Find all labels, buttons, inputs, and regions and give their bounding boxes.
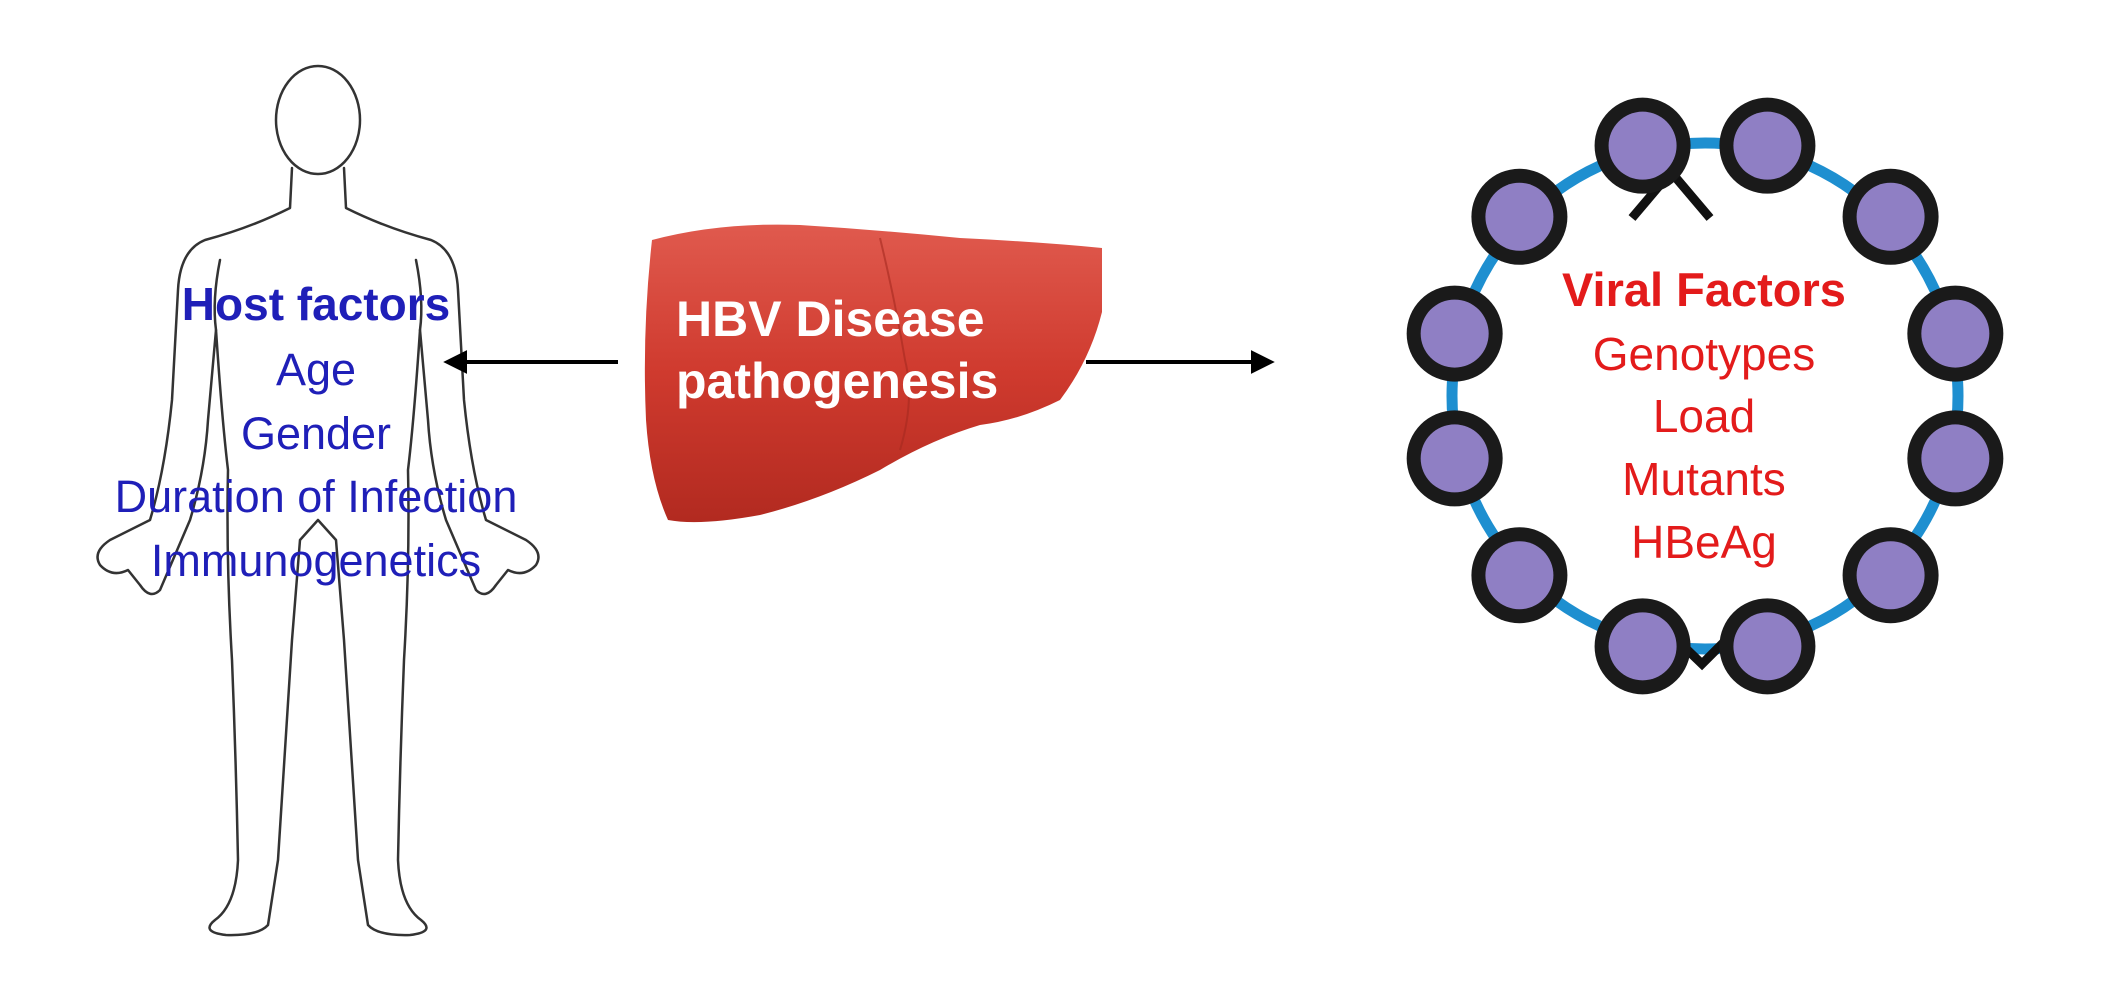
host-factor-item: Age bbox=[276, 344, 356, 395]
host-factor-item: Immunogenetics bbox=[151, 535, 481, 586]
center-label-line2: pathogenesis bbox=[676, 353, 998, 409]
virus-knob-inner bbox=[1485, 182, 1554, 251]
viral-factor-item: Load bbox=[1653, 390, 1755, 442]
liver-icon bbox=[644, 224, 1102, 523]
virus-knob-inner bbox=[1485, 541, 1554, 610]
virus-knob-inner bbox=[1921, 424, 1990, 493]
virus-knob-group bbox=[1406, 97, 2004, 695]
human-body-outline-icon bbox=[96, 64, 540, 937]
host-factor-item: Duration of Infection bbox=[115, 471, 518, 522]
virus-knob-inner bbox=[1733, 111, 1802, 180]
center-label-line1: HBV Disease bbox=[676, 291, 985, 347]
virus-knob-inner bbox=[1420, 424, 1489, 493]
virus-knob-inner bbox=[1608, 111, 1677, 180]
viral-factors-title: Viral Factors bbox=[1562, 263, 1846, 316]
host-factors-title: Host factors bbox=[182, 278, 450, 330]
virus-knob-inner bbox=[1733, 612, 1802, 681]
viral-factor-item: Mutants bbox=[1622, 453, 1786, 505]
virus-knob-inner bbox=[1856, 541, 1925, 610]
virus-knob-inner bbox=[1921, 299, 1990, 368]
virus-knob-inner bbox=[1608, 612, 1677, 681]
virus-knob-inner bbox=[1420, 299, 1489, 368]
virus-knob-inner bbox=[1856, 182, 1925, 251]
viral-factor-item: Genotypes bbox=[1593, 328, 1815, 380]
viral-factor-item: HBeAg bbox=[1631, 516, 1777, 568]
host-factor-item: Gender bbox=[241, 408, 391, 459]
